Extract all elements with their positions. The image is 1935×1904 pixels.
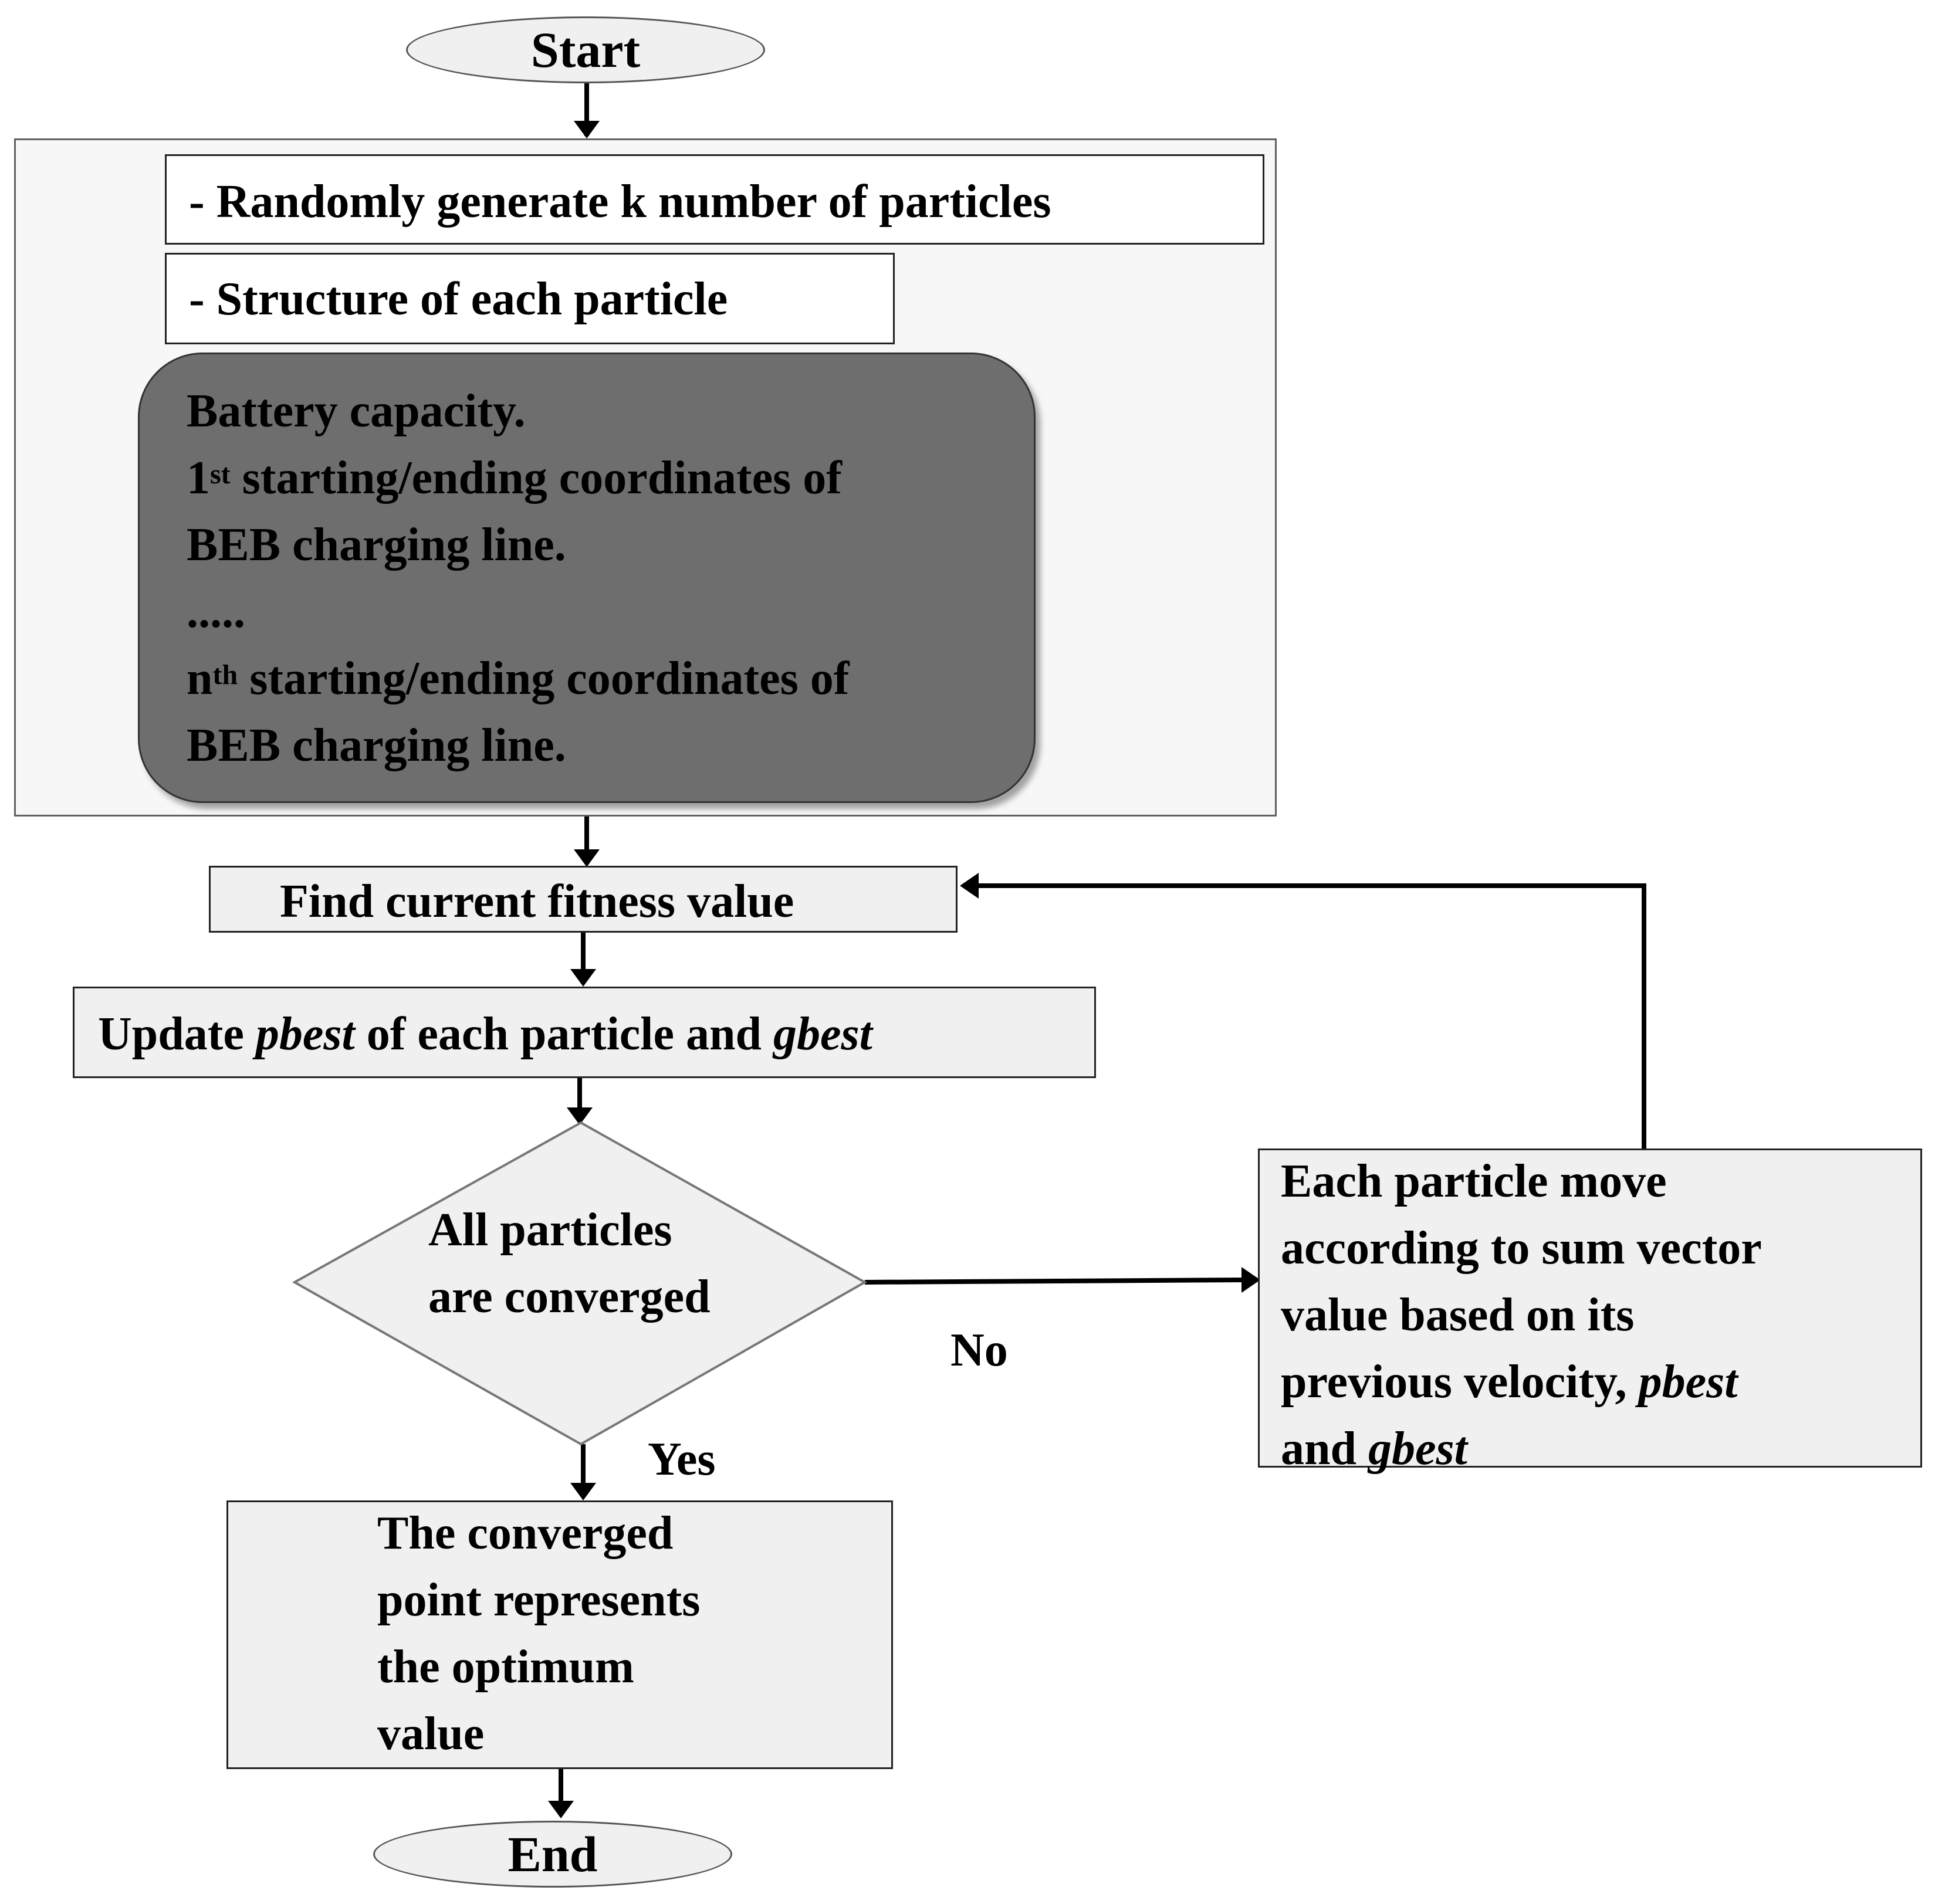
fitness-box: Find current fitness value bbox=[209, 866, 958, 933]
end-label: End bbox=[508, 1826, 598, 1882]
battery-capacity-line: Battery capacity. bbox=[187, 385, 526, 437]
update-gbest: gbest bbox=[773, 1008, 872, 1060]
init-panel: - Randomly generate k number of particle… bbox=[14, 138, 1277, 817]
first-coordinates-cont: BEB charging line. bbox=[187, 519, 566, 571]
start-label: Start bbox=[530, 22, 641, 78]
decision-diamond bbox=[292, 1121, 868, 1446]
move-box: Each particle move according to sum vect… bbox=[1258, 1149, 1922, 1475]
structure-box: - Structure of each particle bbox=[165, 253, 895, 344]
move-text: Each particle move according to sum vect… bbox=[1281, 1156, 1762, 1475]
move-pbest: pbest bbox=[1638, 1356, 1738, 1408]
yes-label: Yes bbox=[648, 1434, 716, 1485]
update-pbest: pbest bbox=[255, 1008, 355, 1060]
generate-box: - Randomly generate k number of particle… bbox=[165, 154, 1264, 245]
arrow-decision-to-move bbox=[864, 1278, 1244, 1285]
ellipsis-line: ..... bbox=[187, 586, 245, 638]
nth-coordinates-cont: BEB charging line. bbox=[187, 720, 566, 771]
first-coordinates-line: 1st starting/ending coordinates of bbox=[187, 452, 842, 504]
result-box: The converged point represents the optim… bbox=[226, 1500, 893, 1769]
result-text: The converged point represents the optim… bbox=[377, 1507, 701, 1760]
structure-label: - Structure of each particle bbox=[189, 273, 728, 325]
decision-label: All particles are converged bbox=[428, 1204, 711, 1323]
fitness-label: Find current fitness value bbox=[280, 876, 794, 927]
generate-label: - Randomly generate k number of particle… bbox=[189, 176, 1051, 228]
particle-structure-box: Battery capacity. 1st starting/ending co… bbox=[138, 353, 1036, 803]
move-gbest: gbest bbox=[1368, 1423, 1467, 1475]
end-terminal: End bbox=[373, 1821, 732, 1888]
no-label: No bbox=[950, 1324, 1008, 1376]
update-label: Update pbest of each particle and gbest bbox=[98, 1008, 872, 1060]
update-box: Update pbest of each particle and gbest bbox=[73, 987, 1096, 1078]
start-terminal: Start bbox=[406, 16, 765, 83]
arrow-move-loop-to-fitness bbox=[976, 883, 1646, 1149]
particle-structure-text: Battery capacity. 1st starting/ending co… bbox=[187, 378, 849, 779]
nth-coordinates-line: nth starting/ending coordinates of bbox=[187, 653, 850, 704]
